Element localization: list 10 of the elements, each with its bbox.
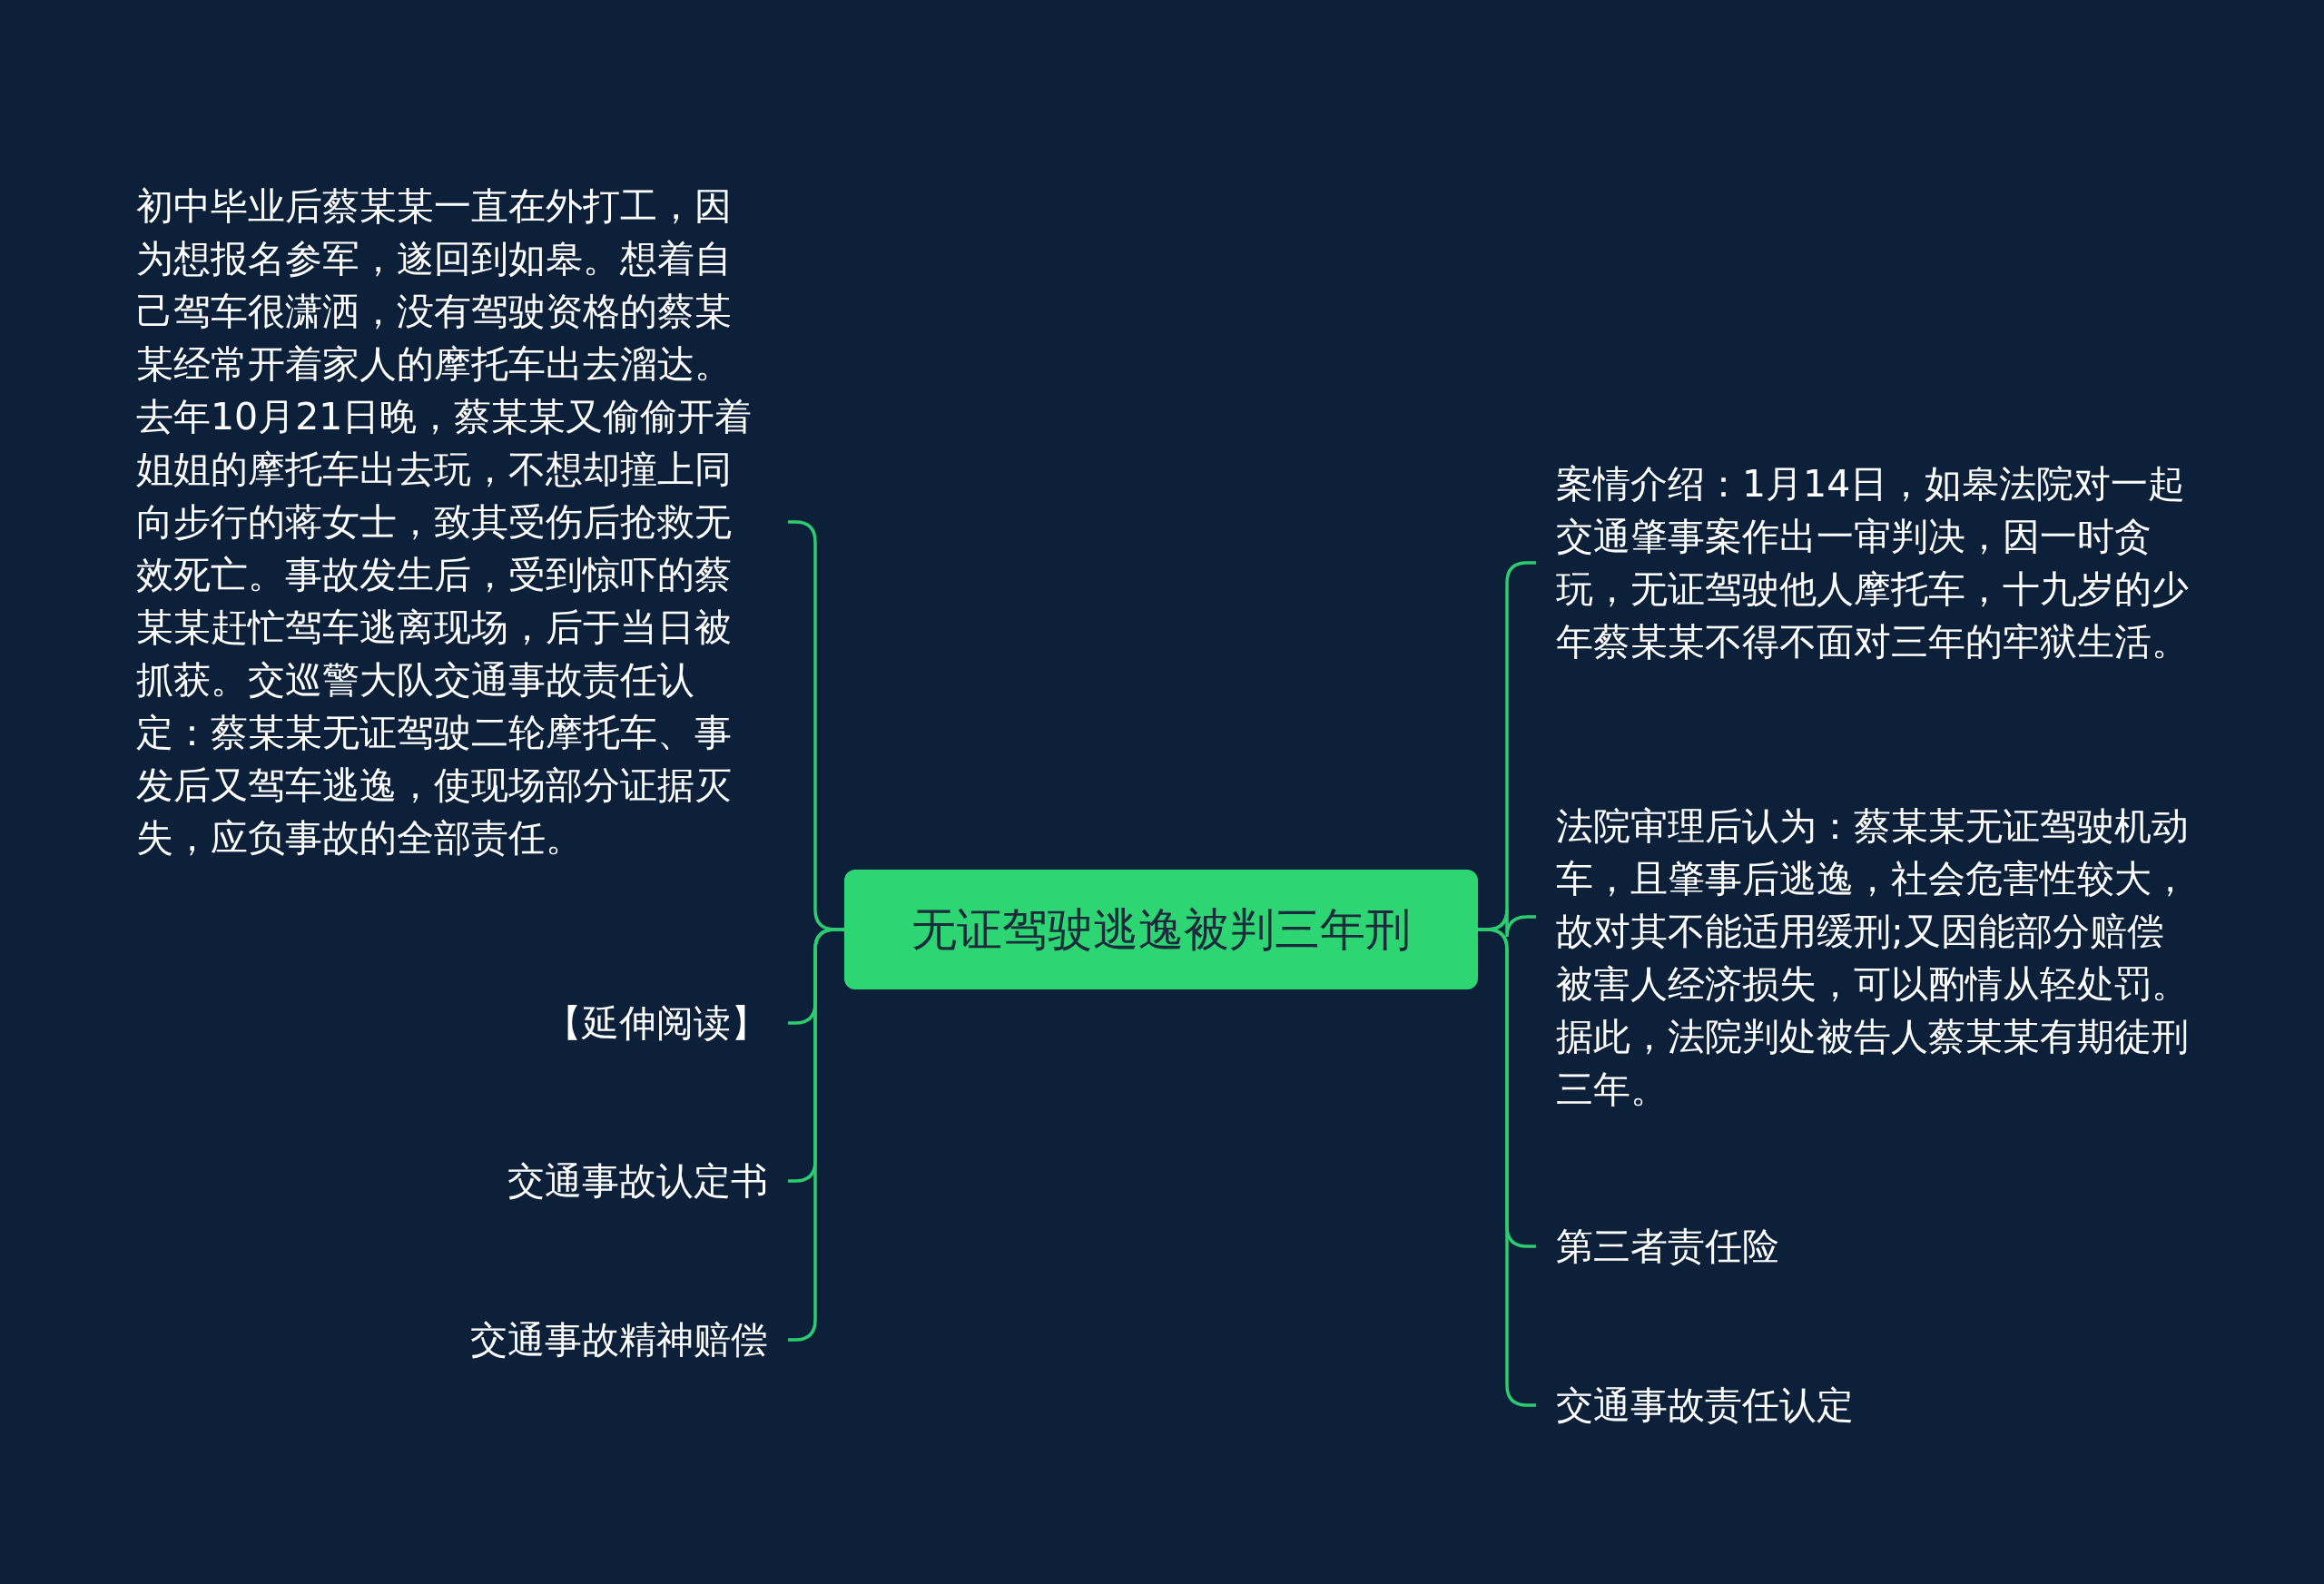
topic-text: 交通事故精神赔偿 — [470, 1317, 768, 1363]
connector-line — [788, 928, 844, 1342]
topic-paragraph: 初中毕业后蔡某某一直在外打工，因为想报名参军，遂回到如皋。想着自己驾车很潇洒，没有驾驶资格的蔡某某经常开着家人的摩托车出去溜达。去年10月21日晚，蔡某某又偷偷开着姐姐的摩托车出去玩，不想却撞上同向步行的蒋女士，致其受伤后抢救无效死亡。事故发生后，受到惊吓的蔡某某赶忙驾车逃离现场，后于当日被抓获。交巡警大队交通事故责任认定：蔡某某无证驾驶二轮摩托车、事发后又驾车逃逸，使现场部分证据灭失，应负事故的全部责任。 — [136, 183, 753, 861]
topic-text: 【延伸阅读】 — [545, 1000, 768, 1047]
topic-paragraph: 案情介绍：1月14日，如皋法院对一起交通肇事案作出一审判决，因一时贪玩，无证驾驶他人摩托车，十九岁的少年蔡某某不得不面对三年的牢狱生活。 — [1556, 461, 2190, 665]
topic-text: 交通事故责任认定 — [1556, 1382, 1854, 1429]
topic-text: 交通事故认定书 — [507, 1158, 768, 1205]
central-topic: 无证驾驶逃逸被判三年刑 — [844, 870, 1478, 989]
topic-text: 第三者责任险 — [1556, 1224, 1779, 1270]
topic-paragraph: 法院审理后认为：蔡某某无证驾驶机动车，且肇事后逃逸，社会危害性较大，故对其不能适用缓刑;又因能部分赔偿被害人经济损失，可以酌情从轻处罚。据此，法院判处被告人蔡某某有期徒刑三年。 — [1556, 803, 2190, 1113]
